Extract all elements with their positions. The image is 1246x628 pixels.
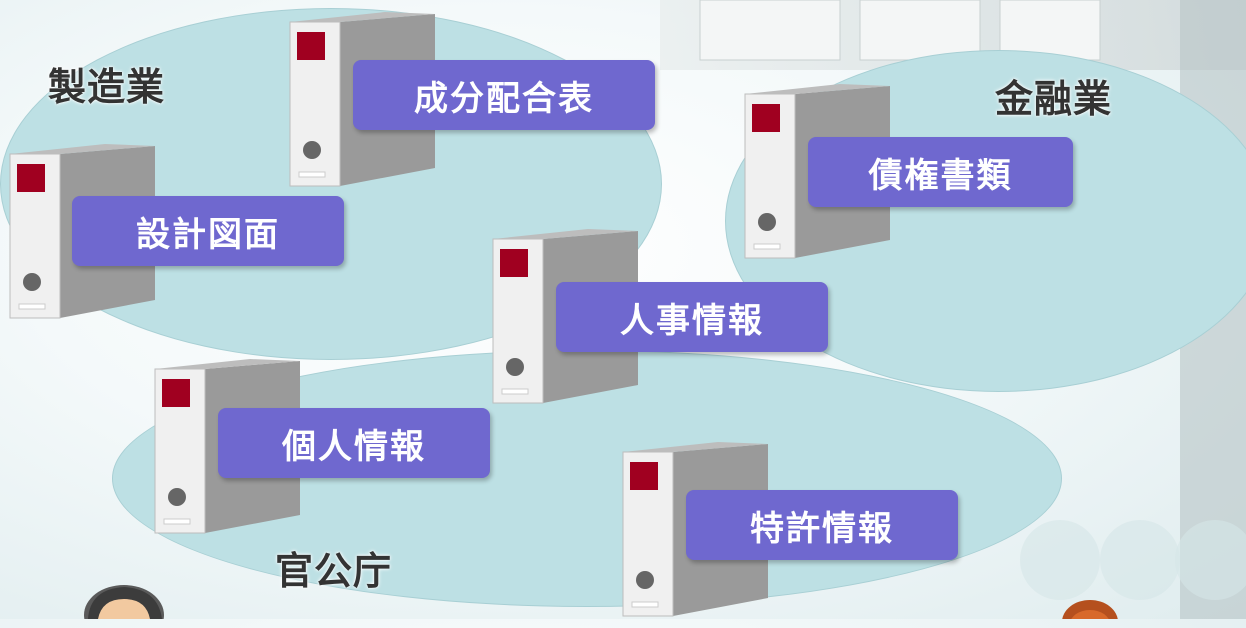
person-right-icon [1062, 600, 1118, 619]
doc-label-hr-info: 人事情報 [556, 282, 828, 352]
sector-label-manufacturing: 製造業 [48, 65, 166, 109]
person-left-icon [84, 585, 164, 619]
doc-label-ingredient-formula: 成分配合表 [353, 60, 655, 130]
doc-label-personal-info: 個人情報 [218, 408, 490, 478]
sector-label-government: 官公庁 [275, 549, 393, 593]
doc-label-patent-info: 特許情報 [686, 490, 958, 560]
sector-label-finance: 金融業 [995, 77, 1113, 121]
binder-icon [285, 8, 455, 198]
doc-label-design-drawing: 設計図面 [72, 196, 344, 266]
doc-label-bond-documents: 債権書類 [808, 137, 1073, 207]
